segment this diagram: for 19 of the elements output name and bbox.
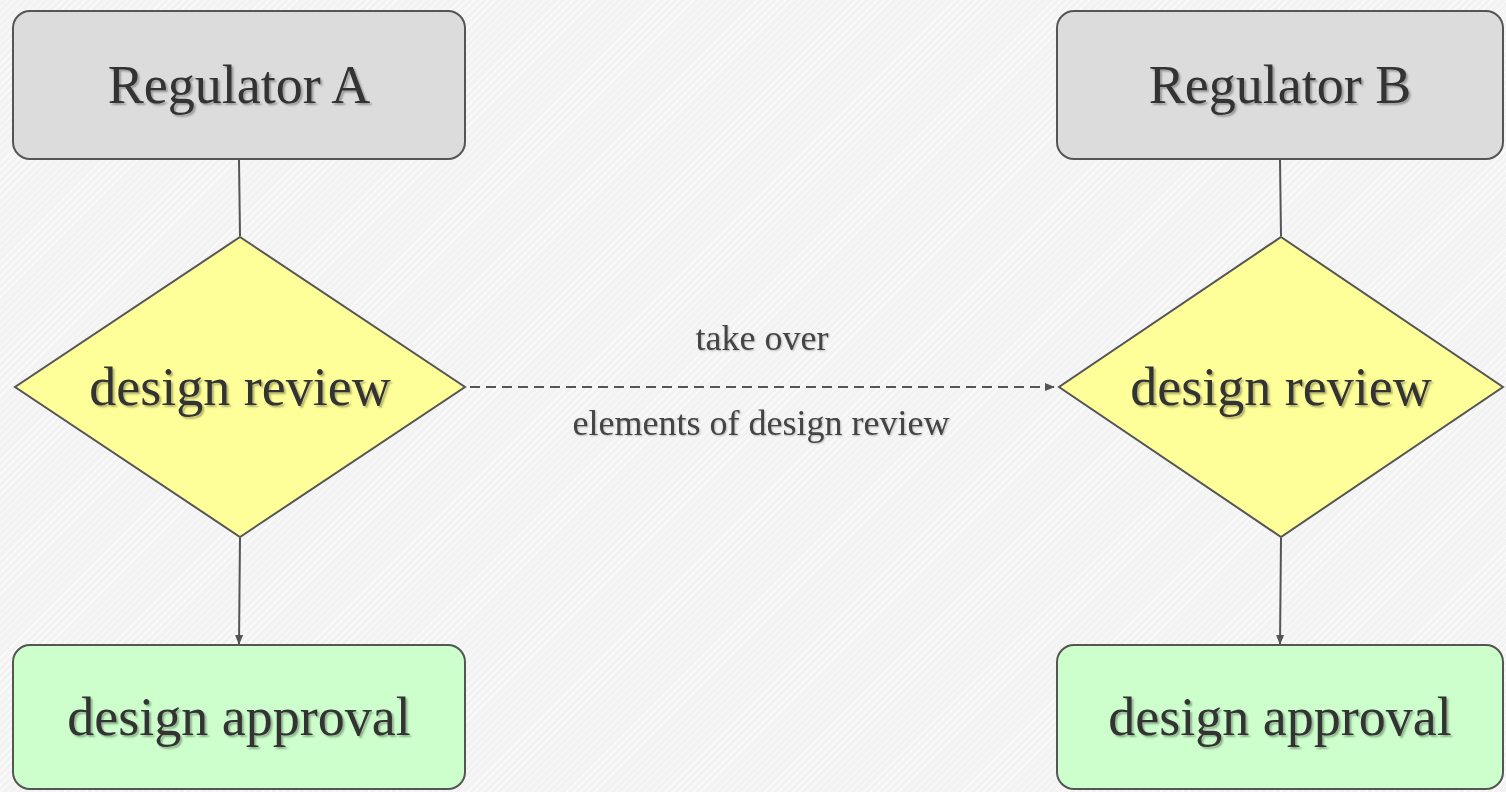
node-label: design approval	[67, 686, 411, 748]
process-box	[1056, 10, 1504, 160]
connector-line	[1279, 159, 1282, 237]
dashed-arrow	[469, 383, 1055, 391]
node-label: Regulator A	[107, 54, 371, 116]
node-label: Regulator B	[1148, 54, 1412, 116]
edge-note: elements of design review	[572, 402, 950, 444]
node-label: design approval	[1108, 686, 1452, 748]
arrow	[1276, 537, 1285, 645]
arrow	[235, 537, 244, 645]
process-box	[12, 10, 466, 160]
node-label: design review	[89, 356, 391, 418]
connector-line	[238, 159, 241, 237]
process-box	[12, 644, 466, 790]
decision-diamond	[14, 236, 466, 538]
node-label: design review	[1130, 356, 1432, 418]
edge-label: take over	[695, 317, 829, 359]
process-box	[1056, 644, 1504, 790]
decision-diamond	[1058, 236, 1504, 538]
